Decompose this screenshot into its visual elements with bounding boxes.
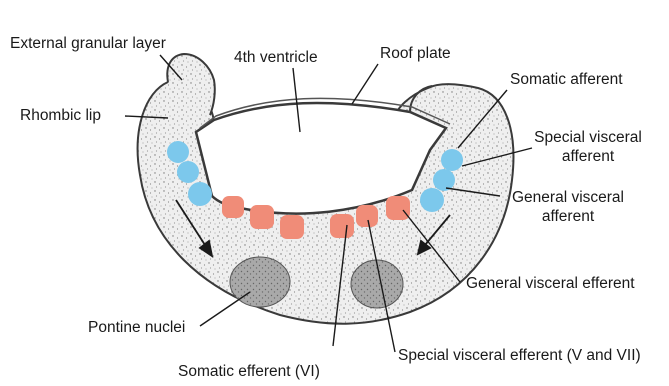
label-pontine-nuclei: Pontine nuclei (88, 318, 185, 337)
label-roof-plate: Roof plate (380, 44, 451, 63)
label-special-visceral-efferent: Special visceral efferent (V and VII) (398, 346, 641, 365)
label-fourth-ventricle: 4th ventricle (234, 48, 318, 67)
label-external-granular-layer: External granular layer (10, 34, 166, 53)
label-special-visceral-afferent-line1: Special visceral (532, 128, 644, 147)
label-general-visceral-afferent-line2: afferent (506, 207, 630, 226)
label-special-visceral-afferent: Special visceral afferent (532, 128, 644, 166)
label-somatic-afferent: Somatic afferent (510, 70, 623, 89)
label-somatic-efferent: Somatic efferent (VI) (178, 362, 320, 381)
label-special-visceral-afferent-line2: afferent (532, 147, 644, 166)
label-rhombic-lip: Rhombic lip (20, 106, 101, 125)
label-general-visceral-afferent: General visceral afferent (506, 188, 630, 226)
label-general-visceral-afferent-line1: General visceral (506, 188, 630, 207)
label-general-visceral-efferent: General visceral efferent (466, 274, 635, 293)
